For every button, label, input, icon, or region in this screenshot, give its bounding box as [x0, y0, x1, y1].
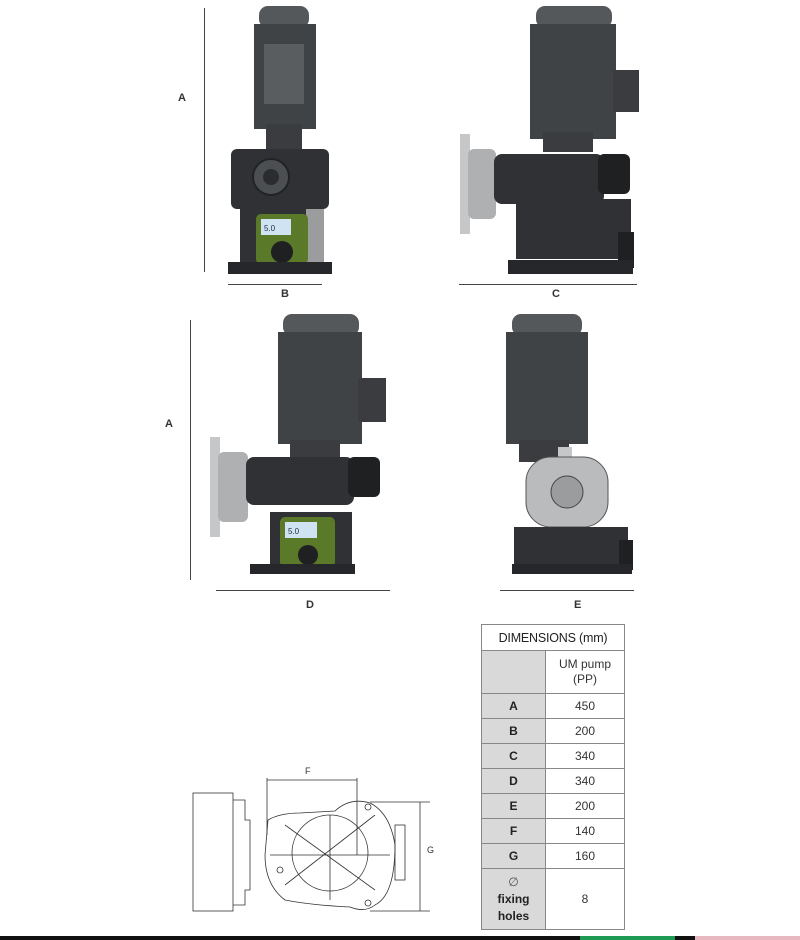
row-value: 160: [545, 843, 625, 869]
dimension-label-c: C: [552, 288, 560, 300]
pump-top-outline: [192, 778, 430, 912]
fixing-holes-label: fixing holes: [497, 891, 530, 923]
row-value: 200: [545, 793, 625, 819]
row-key: D: [481, 768, 546, 794]
dimension-label-f: F: [305, 766, 311, 776]
pump-side-display-view: 5.0: [210, 314, 386, 574]
footer-bar-pink: [695, 936, 800, 940]
row-value: 450: [545, 693, 625, 719]
display-value: 5.0: [264, 224, 276, 233]
table-column-header: UM pump (PP): [545, 650, 625, 694]
pump-side-view: [460, 6, 639, 274]
dimension-label-e: E: [574, 599, 582, 611]
dimension-label-a-second: A: [165, 418, 173, 430]
dimension-label-g: G: [427, 845, 435, 855]
dimension-label-d: D: [306, 599, 314, 611]
footer-bar-green: [580, 936, 675, 940]
table-row-fixing-holes: ∅ fixing holes 8: [481, 868, 625, 930]
table-title: DIMENSIONS (mm): [481, 624, 625, 651]
dimension-line-a: [204, 8, 205, 272]
row-key: G: [481, 843, 546, 869]
row-value: 340: [545, 768, 625, 794]
dimension-line-d: [216, 590, 390, 591]
diameter-symbol: ∅: [508, 874, 519, 889]
row-key-fixing-holes: ∅ fixing holes: [481, 868, 546, 930]
dimension-line-c: [459, 284, 637, 285]
dimension-label-b: B: [281, 288, 289, 300]
row-value: 200: [545, 718, 625, 744]
table-header-empty: [481, 650, 546, 694]
row-value: 140: [545, 818, 625, 844]
row-value: 340: [545, 743, 625, 769]
dimension-label-a: A: [178, 92, 186, 104]
row-value: 8: [545, 868, 625, 930]
row-key: A: [481, 693, 546, 719]
dimension-line-e: [500, 590, 634, 591]
pump-rear-view: [506, 314, 633, 574]
dimension-line-b: [228, 284, 322, 285]
row-key: B: [481, 718, 546, 744]
footer-bar-black: [0, 936, 580, 940]
footer-bar-black-2: [675, 936, 695, 940]
pump-front-view: 5.0: [228, 6, 332, 274]
row-key: E: [481, 793, 546, 819]
row-key: F: [481, 818, 546, 844]
display-value-second: 5.0: [288, 527, 300, 536]
dimension-line-a-second: [190, 320, 191, 580]
row-key: C: [481, 743, 546, 769]
